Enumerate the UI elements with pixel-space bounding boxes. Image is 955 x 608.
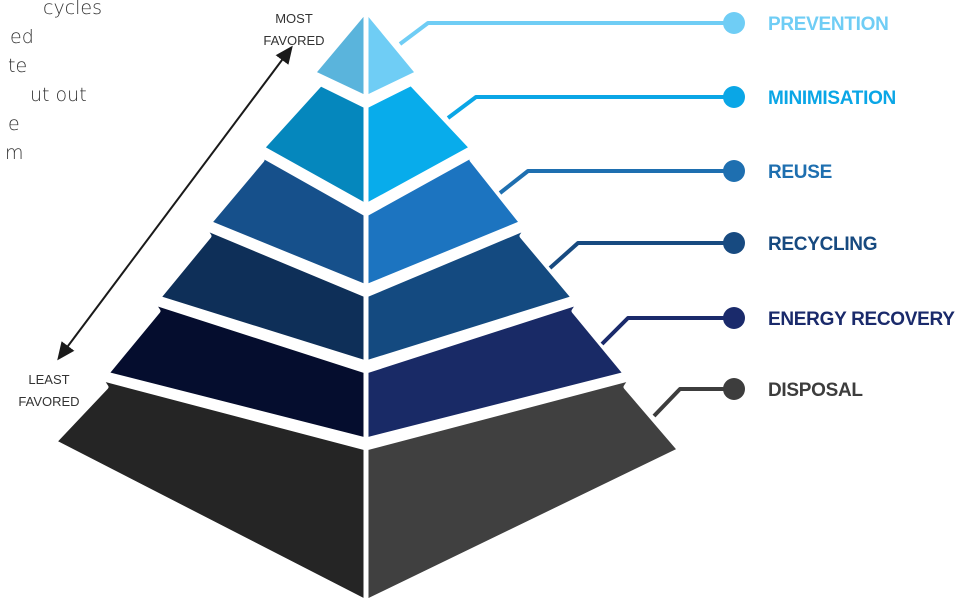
most-favored-label: FAVORED: [263, 33, 324, 48]
hierarchy-label: REUSE: [768, 162, 832, 183]
connector-line: [548, 241, 734, 270]
pyramid-tier: [310, 7, 421, 101]
pyramid-tier-right-face: [363, 224, 577, 366]
connector-line: [446, 95, 734, 120]
background-text-line: te: [8, 55, 27, 77]
connectors: PREVENTION MINIMISATION REUSE RECYCLING ENER…: [398, 12, 955, 418]
background-text-line: ut out: [30, 84, 87, 106]
pyramid-tier-right-face: [363, 149, 525, 290]
connector-dot: [723, 12, 745, 34]
connector-line: [600, 316, 734, 346]
hierarchy-connector: PREVENTION: [398, 12, 889, 46]
hierarchy-label: MINIMISATION: [768, 88, 896, 109]
background-text-line: cycles: [43, 0, 102, 19]
pyramid-tier-right-face: [363, 299, 629, 443]
least-favored-label: LEAST: [28, 372, 69, 387]
pyramid-tier: [51, 375, 683, 605]
hierarchy-label: PREVENTION: [768, 14, 889, 35]
connector-line: [498, 169, 734, 195]
connector-dot: [723, 160, 745, 182]
most-favored-label: MOST: [275, 11, 313, 26]
connector-line: [652, 387, 734, 418]
pyramid-tier: [103, 299, 629, 443]
pyramid-tier-right-face: [363, 74, 475, 209]
pyramid-tier-right-face: [363, 7, 421, 101]
connector-dot: [723, 232, 745, 254]
connector-dot: [723, 378, 745, 400]
hierarchy-connector: ENERGY RECOVERY: [600, 307, 955, 346]
pyramid-tier-right-face: [363, 375, 683, 605]
background-text-line: e: [8, 113, 20, 135]
least-favored-label: FAVORED: [18, 394, 79, 409]
hierarchy-label: DISPOSAL: [768, 380, 863, 401]
hierarchy-label: RECYCLING: [768, 234, 877, 255]
background-text-line: m: [5, 142, 24, 164]
pyramid-tier: [206, 149, 525, 290]
hierarchy-connector: DISPOSAL: [652, 378, 864, 418]
connector-dot: [723, 307, 745, 329]
favor-axis-arrow: [57, 45, 293, 361]
connector-line: [398, 21, 734, 46]
favor-axis: MOST FAVORED LEAST FAVORED: [18, 11, 324, 409]
hierarchy-connector: RECYCLING: [548, 232, 878, 270]
pyramid-tier: [259, 74, 475, 209]
pyramid: [51, 7, 683, 605]
hierarchy-connector: MINIMISATION: [446, 86, 896, 120]
pyramid-tier: [155, 224, 577, 366]
hierarchy-label: ENERGY RECOVERY: [768, 309, 955, 330]
connector-dot: [723, 86, 745, 108]
background-text-line: ed: [10, 26, 34, 48]
hierarchy-connector: REUSE: [498, 160, 832, 195]
